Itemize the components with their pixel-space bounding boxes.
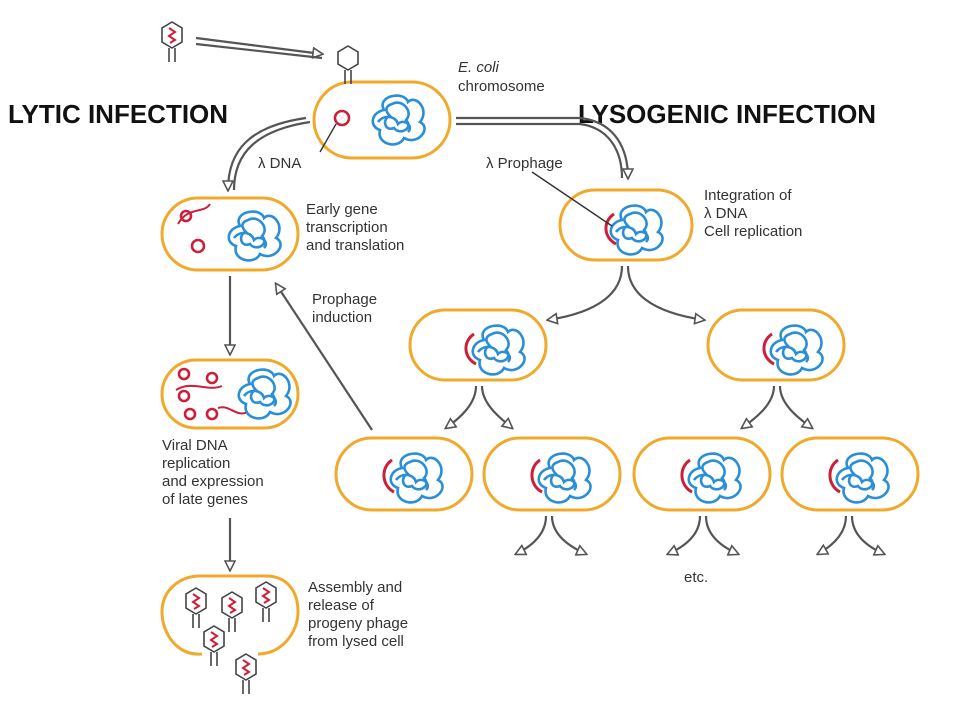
initial-infected-cell xyxy=(312,45,452,160)
viral-dna-label-3: and expression xyxy=(162,473,264,490)
early-gene-label-3: and translation xyxy=(306,237,404,254)
prophage-pointer xyxy=(531,171,613,227)
lysogen-cell-3d xyxy=(780,436,920,512)
lambda-dna-label: λ DNA xyxy=(258,155,301,172)
lysogenic-split-1 xyxy=(548,265,704,320)
viral-dna-label-1: Viral DNA xyxy=(162,437,228,454)
assembly-label-4: from lysed cell xyxy=(308,633,404,650)
lysogenic-split-3c xyxy=(818,515,884,554)
lysogenic-infection-heading: LYSOGENIC INFECTION xyxy=(578,99,876,129)
lambda-prophage-label: λ Prophage xyxy=(486,155,563,172)
integration-cell xyxy=(558,188,694,262)
to-lytic-arrow-inner xyxy=(232,120,311,191)
prophage-induction-label-2: induction xyxy=(312,309,372,326)
early-gene-cell xyxy=(160,196,300,272)
lysogenic-split-3a xyxy=(516,515,586,554)
prophage-induction-arrow xyxy=(276,284,373,431)
early-gene-label-2: transcription xyxy=(306,219,388,236)
prophage-induction-label-1: Prophage xyxy=(312,291,377,308)
phage-attachment-arrow-inner xyxy=(195,42,323,60)
early-gene-label-1: Early gene xyxy=(306,201,378,218)
lysogen-cell-2a xyxy=(408,308,548,382)
lysed-cell xyxy=(160,574,300,695)
to-lytic-arrow xyxy=(228,116,307,190)
to-lysogenic-arrow xyxy=(456,116,628,178)
lysogenic-split-2a xyxy=(446,385,512,428)
attached-phage-icon xyxy=(337,45,359,84)
chromosome-label: chromosome xyxy=(458,78,545,95)
lysogenic-split-3b xyxy=(668,515,738,554)
etc-label: etc. xyxy=(684,569,708,586)
lambda-dna-pointer xyxy=(319,123,337,153)
to-lysogenic-arrow-inner xyxy=(456,122,624,179)
free-phage-icon xyxy=(161,21,183,63)
viral-dna-label-2: replication xyxy=(162,455,230,472)
lambda-dna-circle xyxy=(333,109,351,127)
assembly-label-2: release of xyxy=(308,597,375,614)
lytic-infection-heading: LYTIC INFECTION xyxy=(8,99,228,129)
assembly-label-3: progeny phage xyxy=(308,615,408,632)
viral-replication-cell xyxy=(160,358,300,430)
integration-label-2: λ DNA xyxy=(704,205,747,222)
lysogenic-split-2b xyxy=(742,385,812,428)
lysogen-cell-2b xyxy=(706,308,846,382)
integration-label-3: Cell replication xyxy=(704,223,802,240)
lysogen-cell-3b xyxy=(482,436,622,512)
assembly-label-1: Assembly and xyxy=(308,579,402,596)
phage-attachment-arrow xyxy=(195,36,322,54)
integration-label-1: Integration of xyxy=(704,187,792,204)
ecoli-label: E. coli xyxy=(458,59,500,76)
lysogen-cell-3a xyxy=(334,436,474,512)
viral-dna-label-4: of late genes xyxy=(162,491,248,508)
lysogen-cell-3c xyxy=(632,436,772,512)
